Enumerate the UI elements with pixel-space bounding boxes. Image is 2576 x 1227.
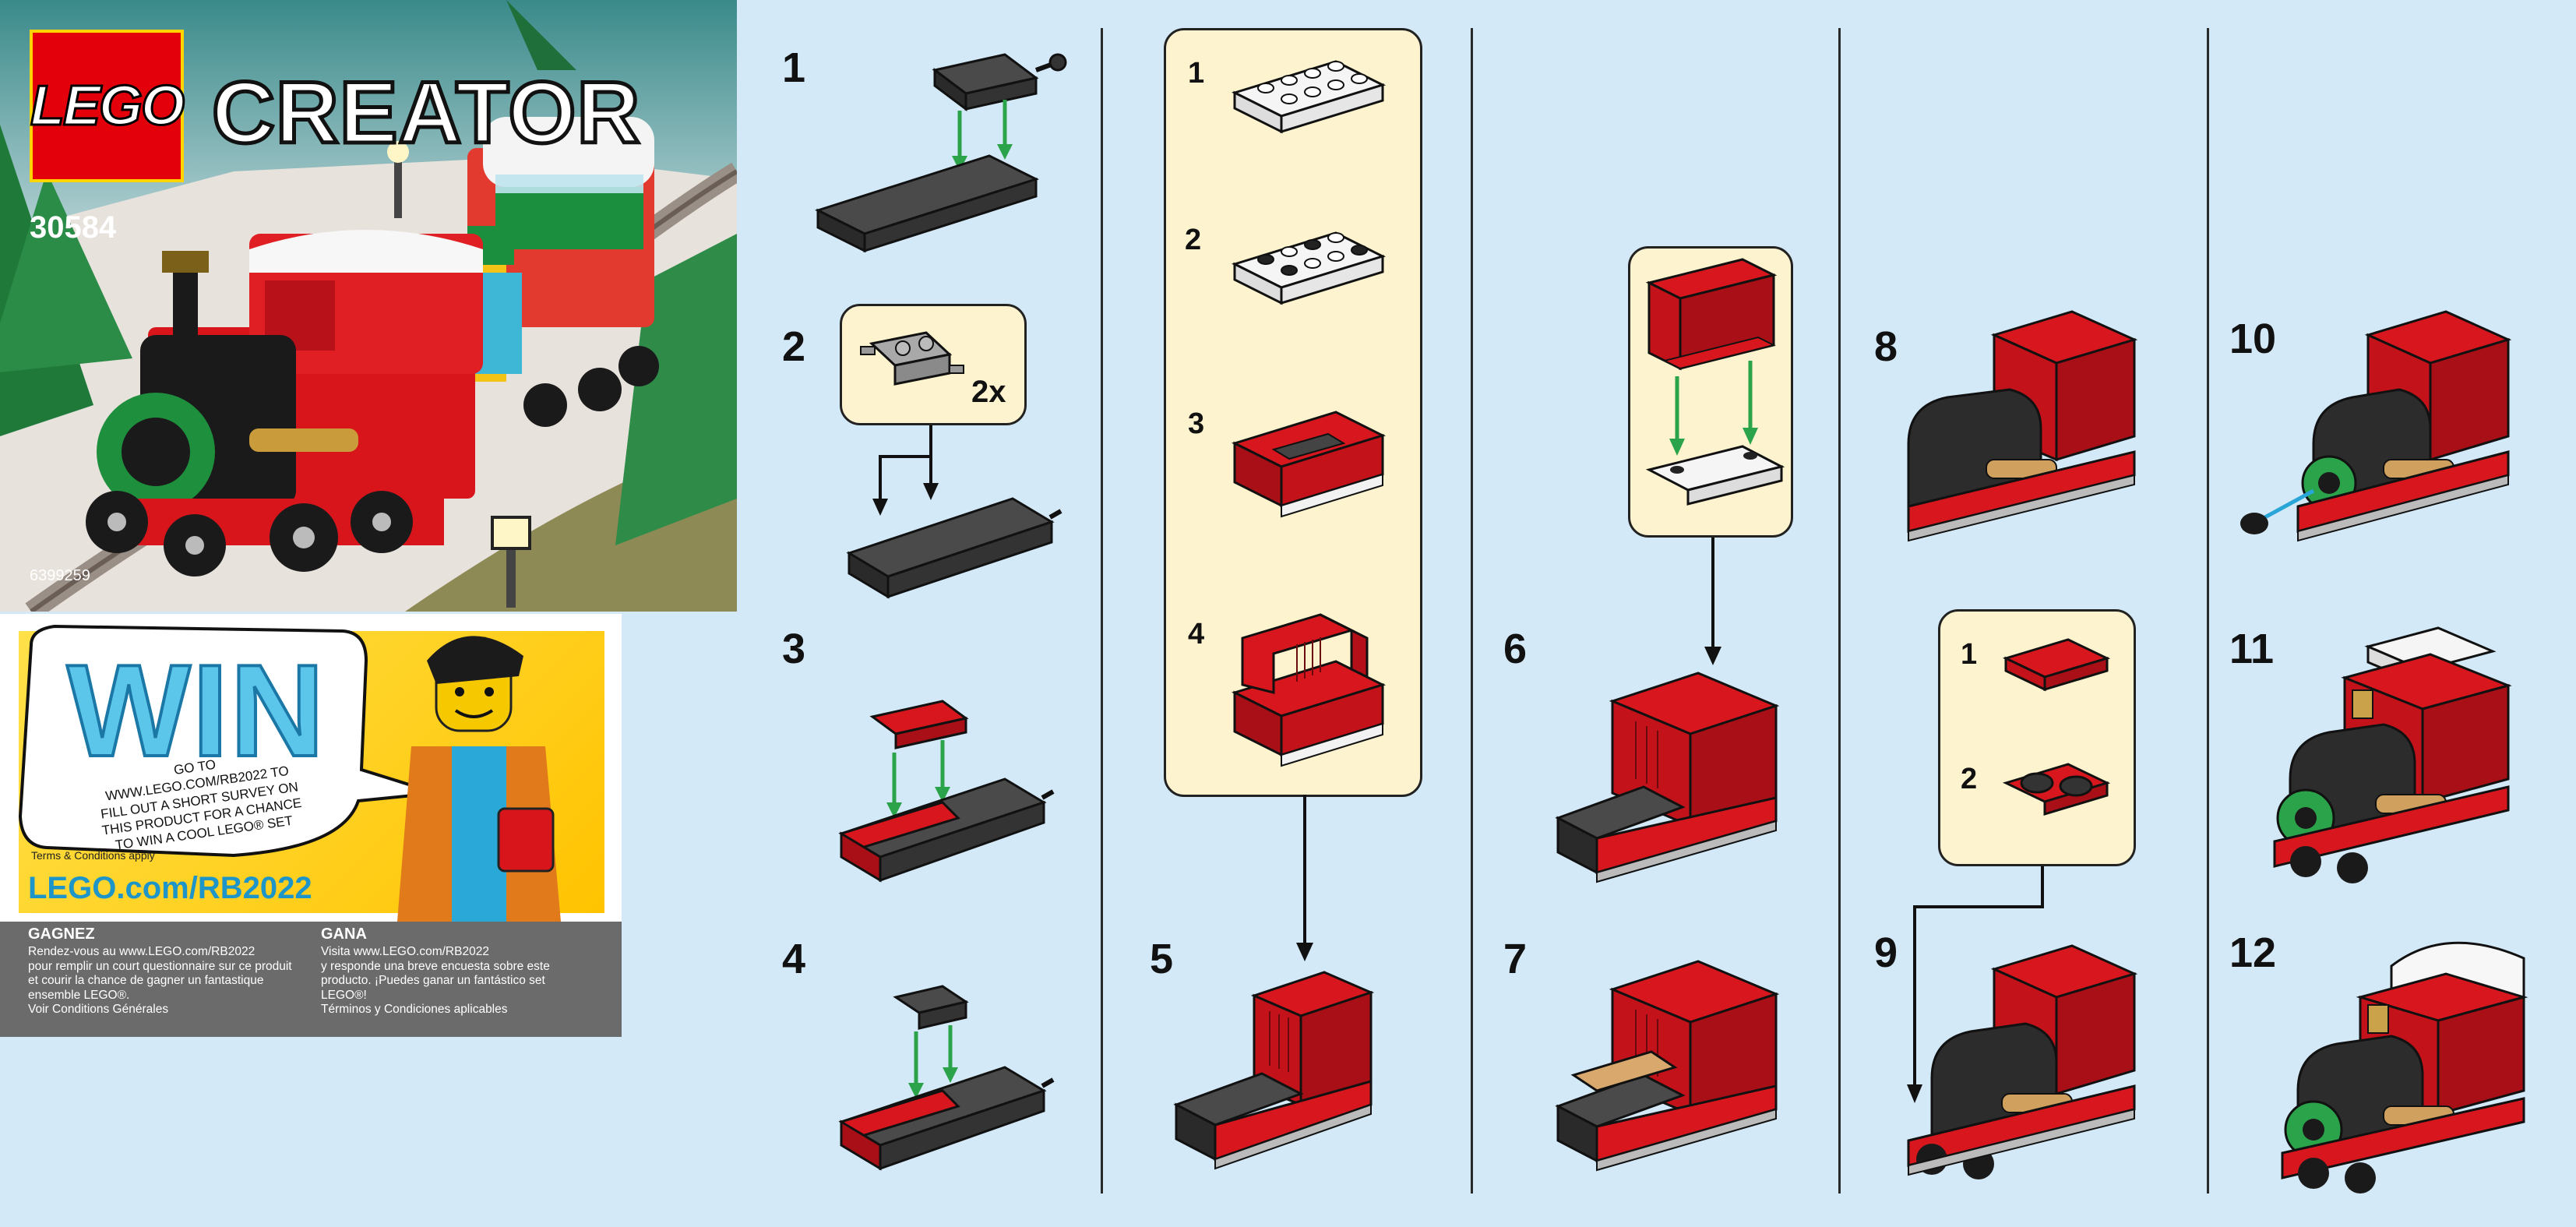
step-number: 9 <box>1874 929 1898 976</box>
step-number: 8 <box>1874 323 1898 370</box>
sub-step-number: 3 <box>1188 407 1205 440</box>
step-number: 11 <box>2229 626 2275 672</box>
element-number: 6399259 <box>30 567 90 584</box>
spanish-text: GANA Visita www.LEGO.com/RB2022 y respon… <box>321 925 609 1017</box>
sub-step-number: 2 <box>1185 224 1202 256</box>
step-number: 6 <box>1503 626 1528 672</box>
step-11-illustration <box>2273 626 2512 883</box>
step-number: 7 <box>1503 936 1528 982</box>
step-6-sub-assembly <box>1628 246 1793 538</box>
cab-assembly <box>1231 613 1387 767</box>
callout-arrow <box>1296 795 1313 961</box>
spanish-line: producto. ¡Puedes ganar un fantástico se… <box>321 974 545 988</box>
step-number: 4 <box>782 936 806 982</box>
step-12-illustration <box>2281 941 2528 1194</box>
french-line: Voir Conditions Générales <box>28 1003 169 1017</box>
step-7-illustration <box>1555 960 1780 1172</box>
french-line: ensemble LEGO®. <box>28 988 130 1002</box>
step-5-sub-assembly: 1 2 3 4 <box>1164 28 1422 797</box>
column-divider <box>1101 28 1103 1194</box>
step-number: 3 <box>782 626 806 672</box>
column-divider <box>1838 28 1841 1194</box>
french-line: et courir la chance de gagner un fantast… <box>28 974 264 988</box>
cover-image: LEGO CREATOR 30584 6399259 <box>0 0 737 612</box>
column-divider <box>1471 28 1473 1194</box>
white-plate-with-tiles <box>1231 231 1387 305</box>
step-5-illustration <box>1173 971 1375 1170</box>
sub-step-number: 1 <box>1188 57 1205 90</box>
red-plate-piece <box>2002 638 2111 692</box>
terms-text: Terms & Conditions apply <box>31 849 155 862</box>
promo-translations: GAGNEZ Rendez-vous au www.LEGO.com/RB202… <box>0 922 622 1037</box>
minifigure <box>397 636 561 922</box>
step-number: 12 <box>2229 929 2277 976</box>
step-1-illustration <box>815 53 1067 253</box>
sub-assembly-callout: 2x <box>840 304 1027 425</box>
sub-step-number: 2 <box>1961 763 1978 795</box>
wheel-holder-piece <box>860 331 964 386</box>
step-6-illustration <box>1555 672 1780 883</box>
step-number: 1 <box>782 44 806 91</box>
red-frame-assembly <box>1231 411 1387 518</box>
step-2-illustration <box>846 425 1062 599</box>
sub-step-number: 1 <box>1961 638 1978 671</box>
lego-logo: LEGO <box>29 30 186 182</box>
spanish-line: Términos y Condiciones aplicables <box>321 1003 508 1017</box>
step-9-illustration <box>1907 944 2138 1179</box>
spanish-line: Visita www.LEGO.com/RB2022 <box>321 945 489 958</box>
win-headline: WIN <box>65 636 326 785</box>
cover-scene <box>0 0 737 612</box>
step-number: 10 <box>2229 316 2277 362</box>
quantity-label: 2x <box>971 375 1006 409</box>
french-heading: GAGNEZ <box>28 926 95 943</box>
step-number: 2 <box>782 323 806 370</box>
spanish-heading: GANA <box>321 926 367 943</box>
column-divider <box>2207 28 2209 1194</box>
set-number: 30584 <box>30 210 117 245</box>
callout-arrow <box>1907 866 2044 1103</box>
step-8-illustration <box>1907 310 2138 542</box>
french-line: pour remplir un court questionnaire sur … <box>28 959 292 973</box>
sub-step-number: 4 <box>1188 618 1205 651</box>
step-3-illustration <box>838 700 1055 883</box>
step-9-sub-assembly: 1 2 <box>1938 609 2136 866</box>
spanish-line: LEGO®! <box>321 988 367 1002</box>
french-line: Rendez-vous au www.LEGO.com/RB2022 <box>28 945 255 958</box>
french-text: GAGNEZ Rendez-vous au www.LEGO.com/RB202… <box>28 925 316 1017</box>
white-plate-piece <box>1231 60 1387 134</box>
step-number: 5 <box>1150 936 1174 982</box>
spanish-line: y responde una breve encuesta sobre este <box>321 959 550 973</box>
speech-bubble <box>18 624 561 922</box>
seat-assembly <box>1645 258 1785 506</box>
red-plate-with-round-tiles <box>2002 763 2111 816</box>
step-10-illustration <box>2240 310 2512 542</box>
promo-link[interactable]: LEGO.com/RB2022 <box>28 871 312 905</box>
step-4-illustration <box>838 985 1055 1171</box>
theme-title: CREATOR <box>210 62 641 164</box>
callout-arrow <box>1704 538 1721 665</box>
promo-panel: WIN GO TO WWW.LEGO.COM/RB2022 TO FILL OU… <box>0 614 622 1037</box>
